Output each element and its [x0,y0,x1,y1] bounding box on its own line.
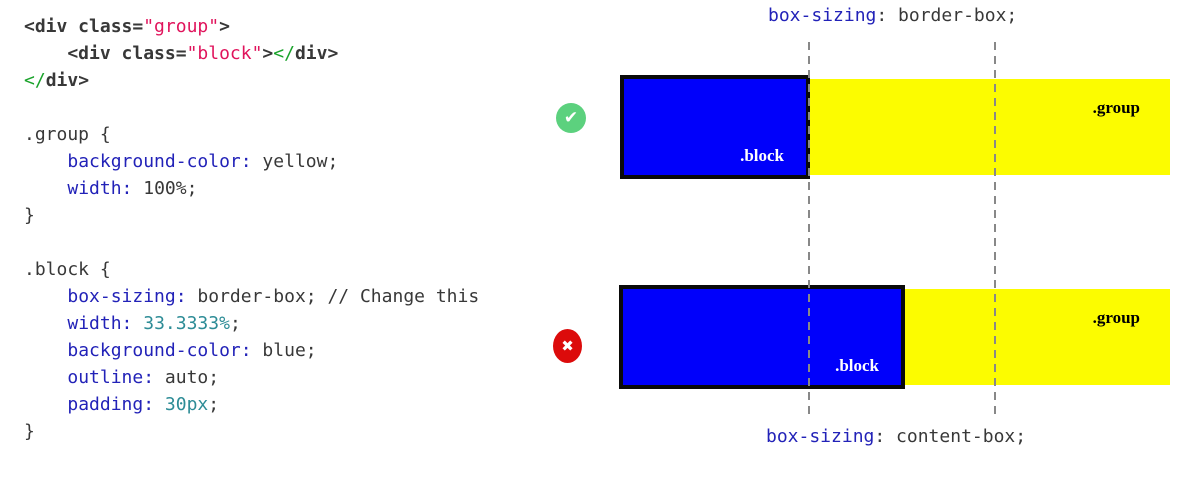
group-label: .group [1092,308,1140,327]
code-token: border-box; // Change this [186,286,480,307]
code-line [24,229,479,256]
code-line: .group { [24,121,479,148]
code-token: > [262,43,274,64]
code-line: width: 100%; [24,175,479,202]
code-token: background-color: [67,340,252,361]
code-token: blue; [251,340,317,361]
code-token: 30px [164,394,209,415]
code-token: outline: [67,367,155,388]
code-token: background-color: [67,151,252,172]
code-line [24,94,479,121]
check-glyph: ✔ [563,108,579,128]
code-token: </ [24,70,46,91]
code-token [24,313,67,334]
caption-keyword: box-sizing [768,5,877,26]
code-panel: <div class="group"> <div class="block"><… [24,13,479,445]
code-token: div> [45,70,90,91]
block-label: .block [835,356,879,375]
code-token [24,151,67,172]
dashed-guideline-one-third [808,42,810,415]
code-token: 100%; [132,178,198,199]
code-token: <div class= [24,16,144,37]
code-token: > [219,16,230,37]
code-token [24,394,67,415]
code-token [24,286,67,307]
code-token: width: [67,313,133,334]
code-token: ; [229,313,241,334]
caption-rest: : border-box; [876,5,1018,26]
code-line: outline: auto; [24,364,479,391]
code-token: div> [294,43,339,64]
code-token [24,367,67,388]
code-line: } [24,202,479,229]
code-token: box-sizing: [67,286,187,307]
code-token [132,313,143,334]
cross-glyph: ✖ [561,337,574,355]
code-token: .block { [24,259,111,280]
code-line: padding: 30px; [24,391,479,418]
code-line: box-sizing: border-box; // Change this [24,283,479,310]
code-token: "block" [186,43,263,64]
code-token: "group" [143,16,220,37]
code-line: .block { [24,256,479,283]
caption-rest: : content-box; [874,426,1027,447]
code-line: width: 33.3333%; [24,310,479,337]
dashed-guideline-two-thirds [994,42,996,415]
code-token: } [24,421,35,442]
block-box-border-box: .block [620,75,810,179]
cross-icon: ✖ [553,329,582,363]
code-line: <div class="block"></div> [24,40,479,67]
code-line: background-color: yellow; [24,148,479,175]
code-token: <div class= [24,43,187,64]
code-token: auto; [154,367,220,388]
code-token: </ [273,43,295,64]
code-token: ; [208,394,220,415]
code-token [24,340,67,361]
code-token: yellow; [251,151,339,172]
group-label: .group [1092,98,1140,117]
caption-content-box: box-sizing: content-box; [766,426,1026,448]
code-token: padding: [67,394,155,415]
caption-keyword: box-sizing [766,426,875,447]
code-line: } [24,418,479,445]
code-line: </div> [24,67,479,94]
code-line: <div class="group"> [24,13,479,40]
block-label: .block [740,146,784,165]
code-line: background-color: blue; [24,337,479,364]
code-token [154,394,165,415]
code-token: } [24,205,35,226]
code-token [24,178,67,199]
code-token: 33.3333% [143,313,230,334]
caption-border-box: box-sizing: border-box; [768,5,1017,27]
block-box-content-box: .block [619,285,905,389]
check-icon: ✔ [556,103,586,133]
code-token: .group { [24,124,111,145]
code-token: width: [67,178,133,199]
